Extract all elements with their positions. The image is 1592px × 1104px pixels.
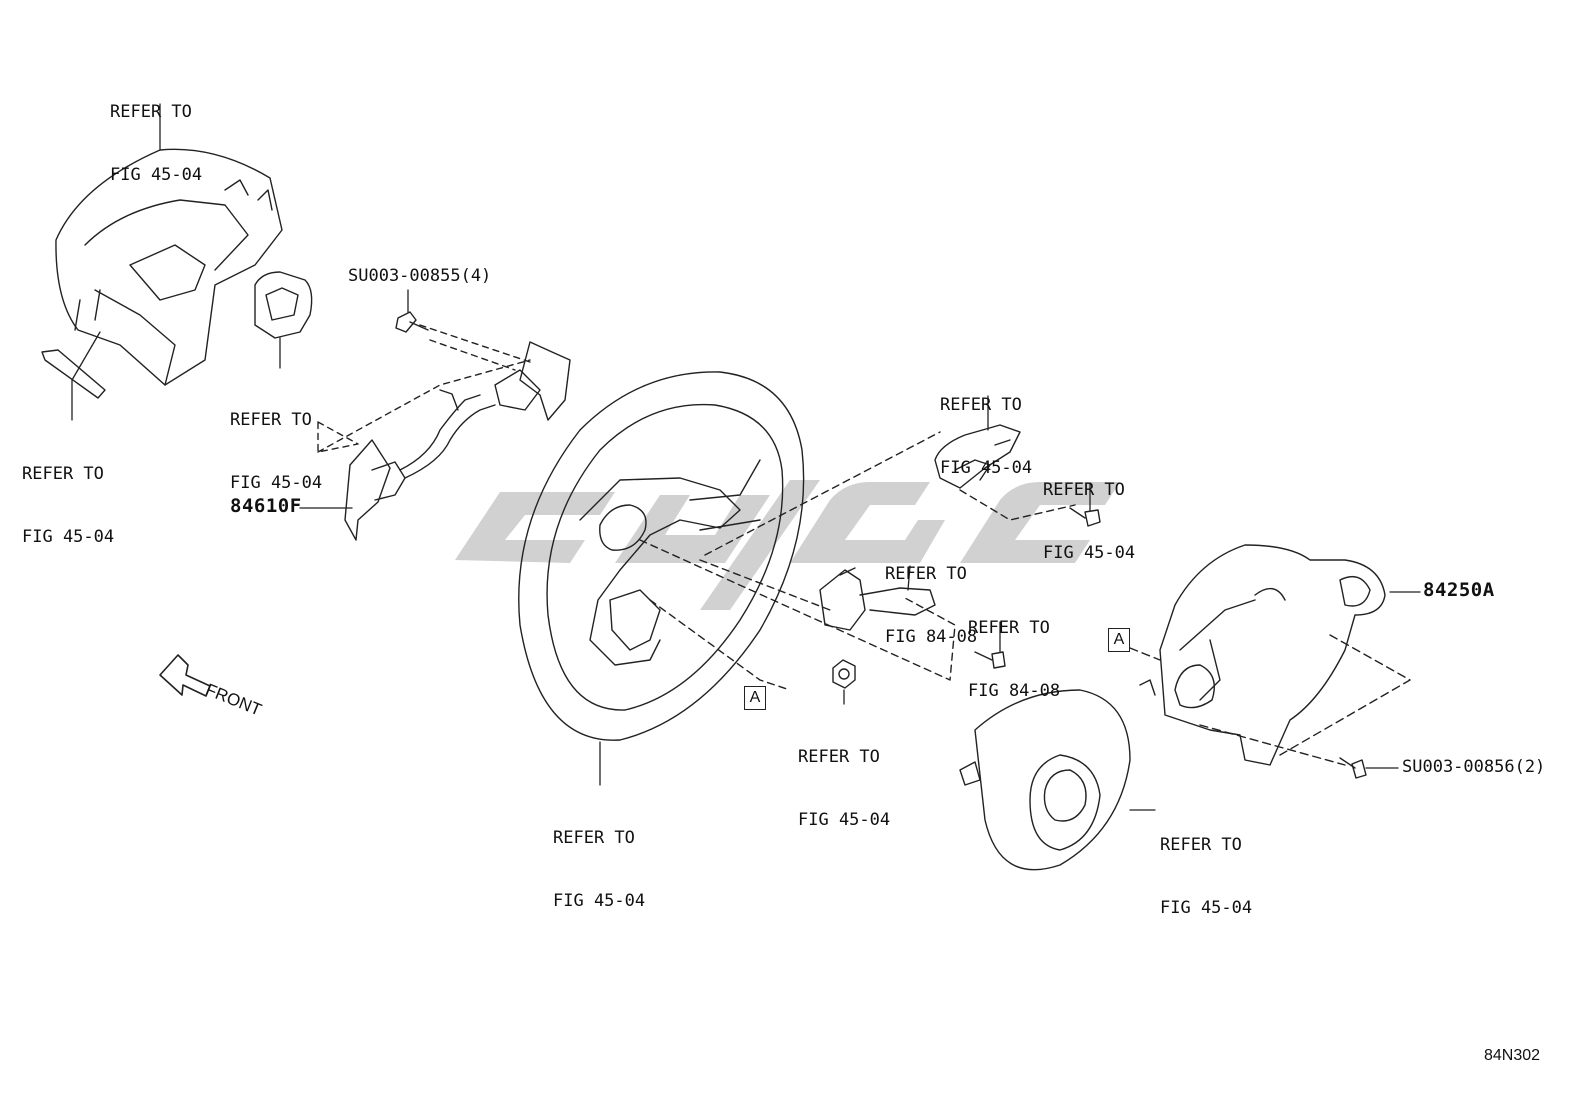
label-line: REFER TO — [940, 395, 1022, 415]
label-screw-mid: REFER TO FIG 84-08 — [968, 576, 1060, 744]
label-line: REFER TO — [885, 564, 967, 584]
airbag — [959, 689, 1131, 871]
cover-clip — [41, 349, 106, 399]
label-line: REFER TO — [553, 828, 635, 848]
screw-top — [395, 311, 429, 333]
switch-mid — [819, 567, 936, 631]
label-line: REFER TO — [1043, 480, 1125, 500]
label-screw-right-top: REFER TO FIG 45-04 — [1043, 438, 1135, 606]
nut — [832, 659, 856, 689]
label-line: FIG 84-08 — [885, 627, 978, 647]
label-line: FIG 45-04 — [1160, 898, 1253, 918]
label-line: FIG 45-04 — [110, 165, 203, 185]
front-arrow-icon — [159, 654, 211, 697]
right-switch-cover — [934, 424, 1021, 489]
label-switch-mid: REFER TO FIG 84-08 — [885, 522, 977, 690]
leader-lines — [71, 103, 1421, 811]
paddle-switch-left — [344, 394, 496, 541]
label-line: FIG 45-04 — [798, 810, 891, 830]
label-airbag: REFER TO FIG 45-04 — [1160, 793, 1252, 961]
label-wheel: REFER TO FIG 45-04 — [553, 786, 645, 954]
label-line: REFER TO — [230, 410, 312, 430]
paddle-switch-right — [439, 341, 571, 421]
label-line: REFER TO — [22, 464, 104, 484]
section-marker-a-right: A — [1108, 628, 1130, 652]
label-line: REFER TO — [1160, 835, 1242, 855]
screw-mid — [974, 651, 1006, 669]
label-screw-set-right: SU003-00856(2) — [1402, 757, 1546, 777]
label-line: FIG 45-04 — [1043, 543, 1136, 563]
label-line: FIG 84-08 — [968, 681, 1061, 701]
section-marker-a-left: A — [744, 686, 766, 710]
pad-switch — [254, 271, 313, 339]
paddle-dash-box — [317, 359, 531, 453]
part-number-paddle-switch: 84610F — [230, 495, 302, 517]
label-screw-set-top: SU003-00855(4) — [348, 266, 492, 286]
steering-wheel — [518, 371, 805, 741]
label-line: FIG 45-04 — [22, 527, 115, 547]
label-line: REFER TO — [798, 747, 880, 767]
label-line: REFER TO — [968, 618, 1050, 638]
label-line: REFER TO — [110, 102, 192, 122]
label-cover-top: REFER TO FIG 45-04 — [110, 60, 202, 228]
label-nut: REFER TO FIG 45-04 — [798, 705, 890, 873]
column-cover — [55, 148, 283, 386]
screw-right-top — [1069, 507, 1101, 527]
screw-right-bottom — [1339, 757, 1367, 779]
label-line: FIG 45-04 — [230, 473, 323, 493]
label-line: FIG 45-04 — [553, 891, 646, 911]
label-pad-switch: REFER TO FIG 45-04 — [230, 368, 322, 536]
label-cover-right-top: REFER TO FIG 45-04 — [940, 353, 1032, 521]
spiral-cable — [1139, 544, 1386, 766]
label-cover-bottom: REFER TO FIG 45-04 — [22, 422, 114, 590]
part-number-spiral-cable: 84250A — [1423, 579, 1495, 601]
figure-code: 84N302 — [1484, 1047, 1541, 1064]
label-line: FIG 45-04 — [940, 458, 1033, 478]
